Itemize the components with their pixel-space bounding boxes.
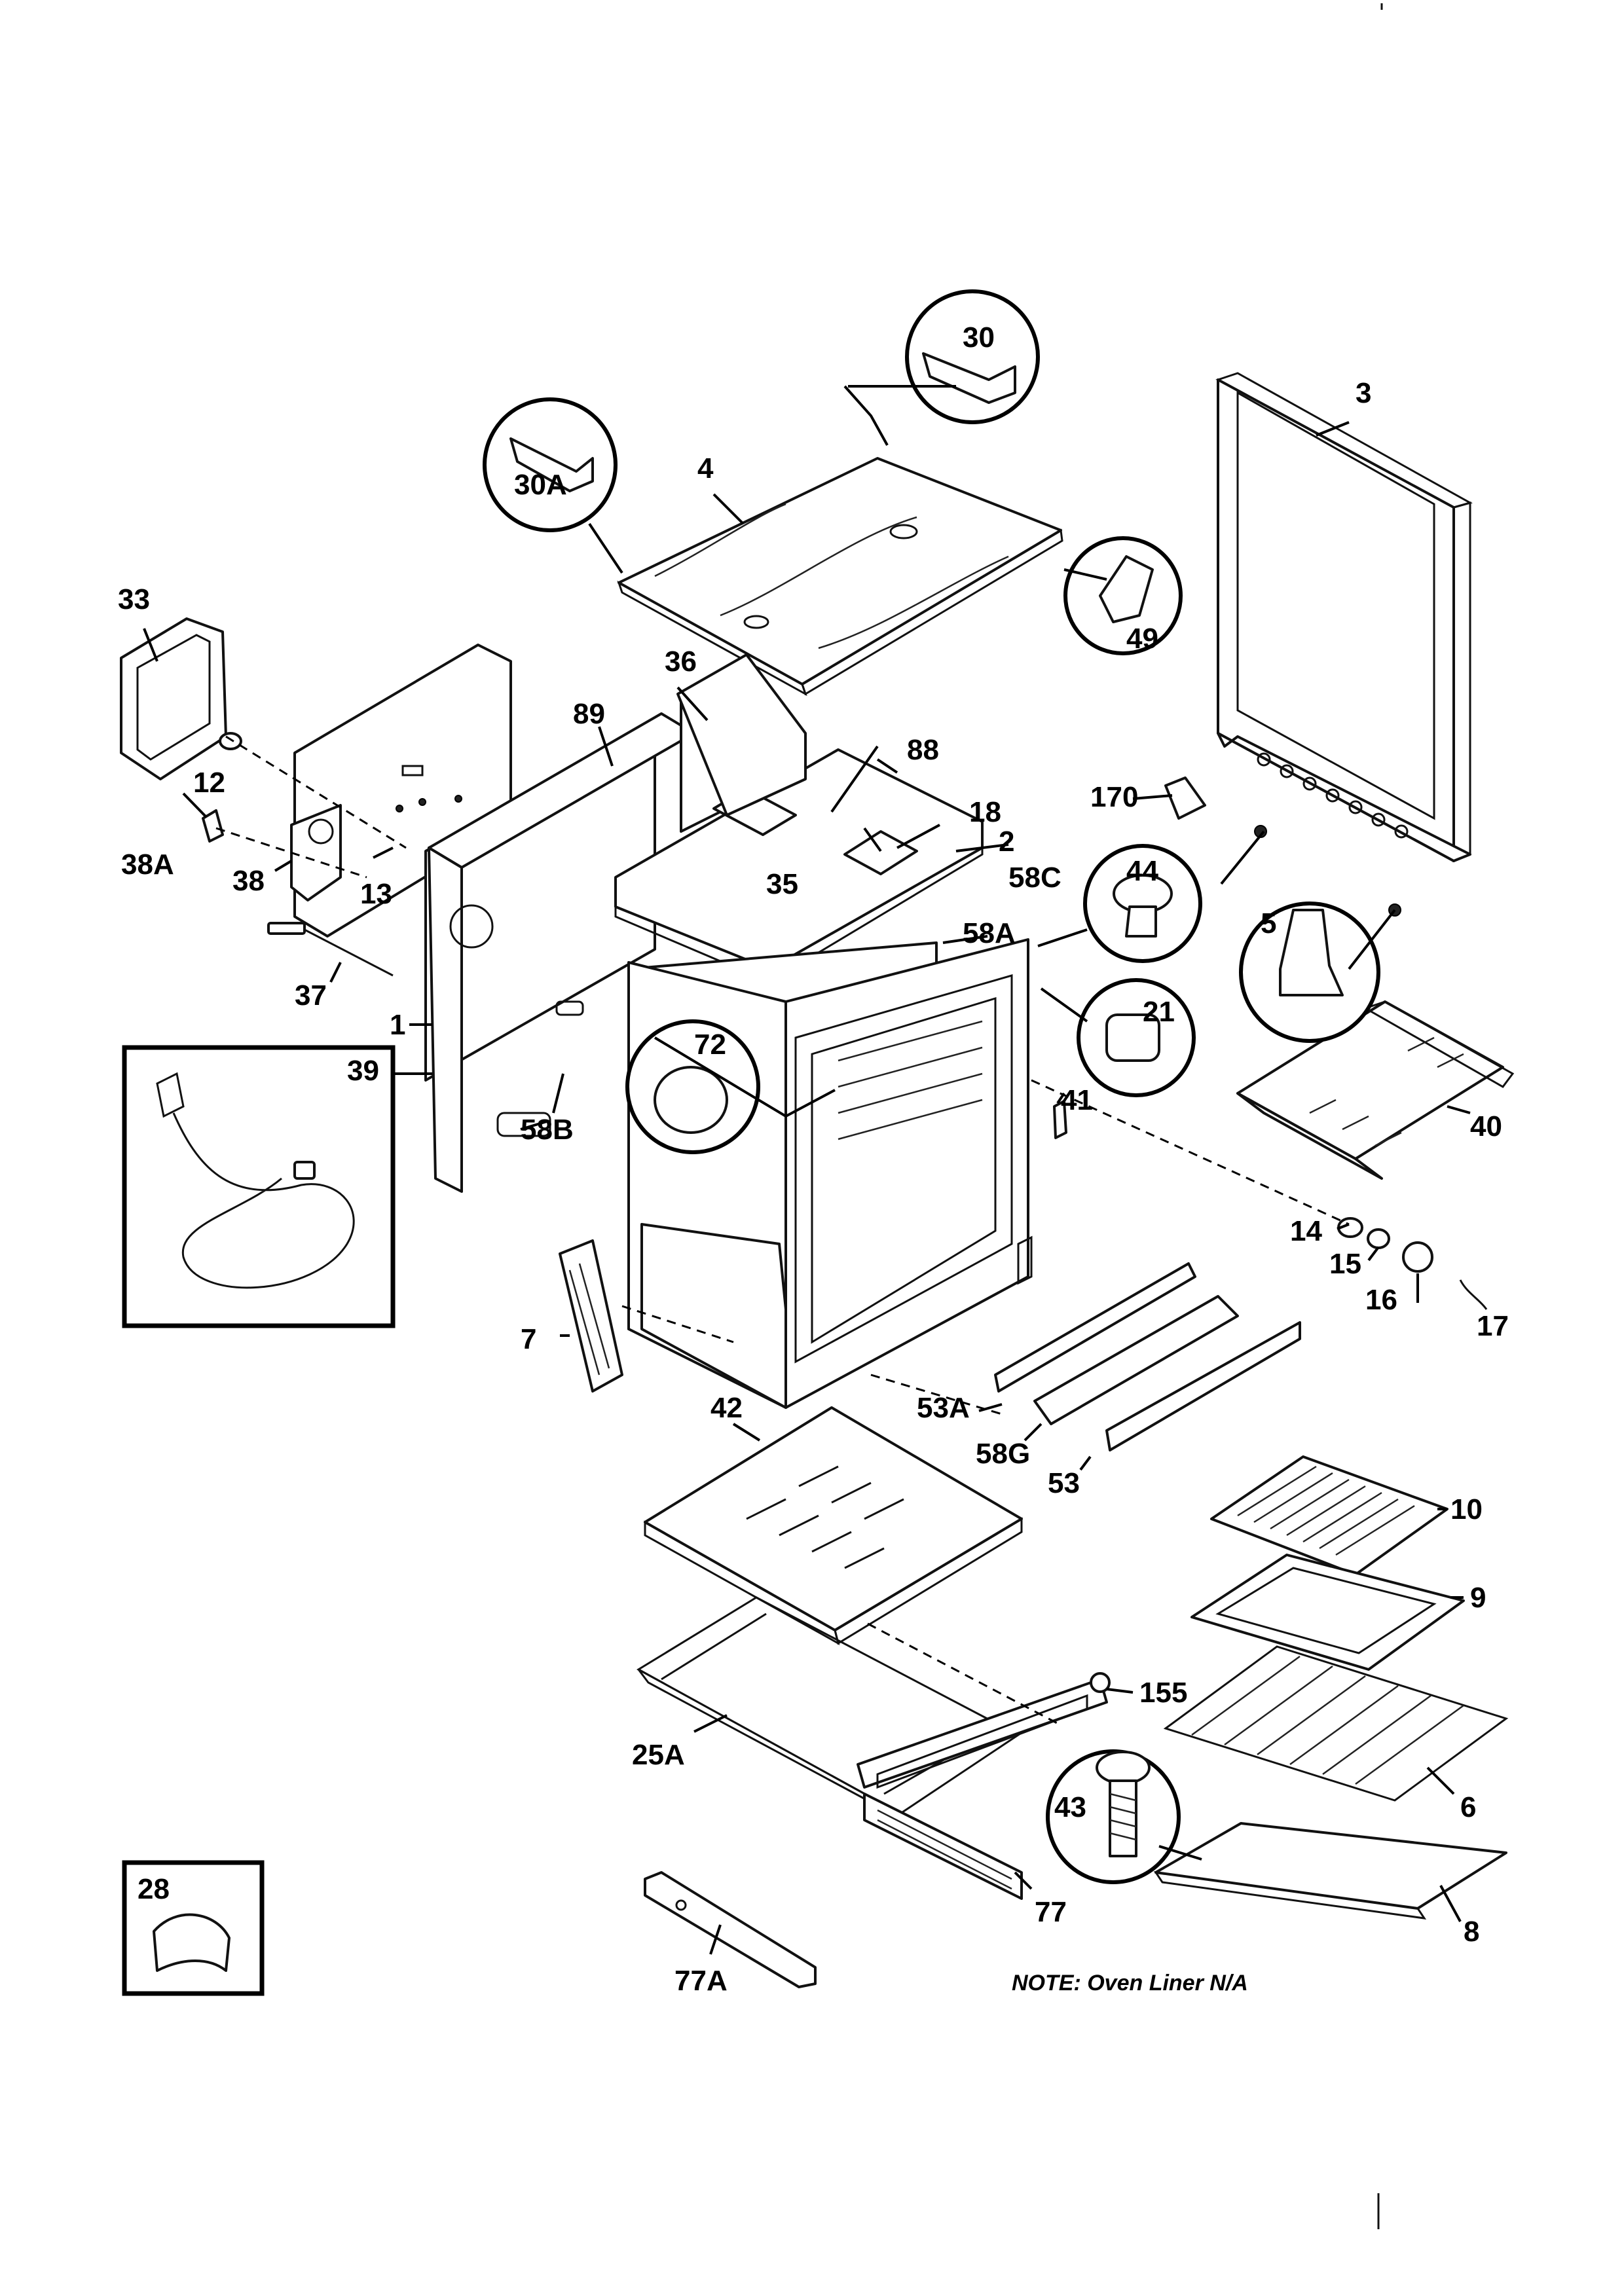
part-label-33: 33	[118, 583, 150, 615]
part-label-14: 14	[1290, 1215, 1322, 1247]
part-label-35: 35	[766, 868, 798, 900]
part-label-58B: 58B	[521, 1114, 574, 1146]
left-side-panel-part	[293, 644, 695, 1193]
callout-30A	[483, 397, 618, 532]
vent-part	[559, 1239, 623, 1393]
part-label-155: 155	[1139, 1677, 1187, 1709]
part-label-16: 16	[1365, 1284, 1397, 1316]
part-labels: 30 30A 4 3 49 33 36 89 88 12 170 18 2 58…	[118, 321, 1509, 1997]
part-label-72: 72	[694, 1029, 726, 1061]
part-label-13: 13	[360, 878, 392, 910]
part-label-77A: 77A	[674, 1965, 728, 1997]
assembly-lines	[215, 735, 1350, 1726]
bracket-170-part	[1164, 776, 1401, 917]
part-label-58G: 58G	[976, 1438, 1030, 1470]
callout-49	[1063, 536, 1183, 655]
oven-cavity-part	[627, 938, 1033, 1409]
part-label-39: 39	[347, 1055, 379, 1087]
callout-44	[1083, 844, 1202, 963]
part-label-38A: 38A	[121, 848, 174, 881]
part-label-42: 42	[710, 1392, 743, 1424]
bracket-41-part	[1053, 1100, 1067, 1139]
part-label-1: 1	[390, 1009, 405, 1041]
callout-30	[905, 289, 1040, 424]
part-label-28: 28	[138, 1873, 170, 1905]
bottom-frame-part	[637, 1596, 1020, 1825]
broil-pan-part	[1190, 1554, 1465, 1671]
oven-bottom-panel-part	[644, 1406, 1023, 1646]
wire-37-part	[267, 922, 394, 977]
rear-panel-holes	[1257, 752, 1409, 839]
part-label-170: 170	[1090, 781, 1138, 813]
power-cord-box	[122, 1045, 396, 1328]
callout-5	[1239, 902, 1380, 1043]
part-label-15: 15	[1329, 1248, 1361, 1280]
oven-bottom-part	[1153, 1822, 1507, 1920]
callout-21	[1077, 978, 1196, 1097]
drawer-rail-part	[994, 1262, 1301, 1451]
part-label-21: 21	[1143, 996, 1175, 1028]
part-label-18: 18	[969, 796, 1001, 828]
part-label-30A: 30A	[514, 469, 567, 501]
rail-part	[644, 1871, 817, 1988]
part-label-49: 49	[1126, 623, 1158, 655]
part-label-58C: 58C	[1008, 862, 1061, 894]
leader-lines	[143, 385, 1471, 1955]
oven-rack-part	[1163, 1645, 1509, 1802]
part-label-77: 77	[1035, 1896, 1067, 1928]
part-label-30: 30	[963, 321, 995, 354]
part-label-37: 37	[295, 979, 327, 1011]
part-label-40: 40	[1470, 1110, 1502, 1142]
clip-38-part	[290, 804, 342, 902]
knob-14-15-16-part	[1337, 1217, 1488, 1310]
clip-38A-part	[202, 809, 224, 843]
bracket-part	[863, 1793, 1023, 1900]
part-label-3: 3	[1356, 377, 1371, 409]
bracket-33-part	[120, 617, 227, 780]
part-label-44: 44	[1126, 855, 1158, 887]
callout-43	[1046, 1749, 1181, 1884]
part-label-53: 53	[1048, 1467, 1080, 1499]
part-label-9: 9	[1470, 1582, 1486, 1614]
part-label-38: 38	[232, 865, 265, 897]
callout-72	[625, 1019, 760, 1154]
part-label-17: 17	[1477, 1310, 1509, 1342]
part-label-7: 7	[521, 1323, 536, 1355]
part-label-12: 12	[193, 767, 225, 799]
side-panel-detail	[396, 765, 584, 1137]
rear-panel-part	[1215, 372, 1473, 863]
top-panel-part	[617, 457, 1063, 697]
part-label-10: 10	[1450, 1493, 1483, 1525]
grommet-12-part	[219, 732, 242, 750]
oven-liner-note: NOTE: Oven Liner N/A	[1012, 1971, 1248, 1995]
part-label-88: 88	[907, 734, 939, 766]
part-label-8: 8	[1464, 1916, 1479, 1948]
broiler-grid-part	[1210, 1455, 1449, 1576]
part-label-41: 41	[1061, 1084, 1093, 1116]
part-label-5: 5	[1261, 907, 1276, 939]
part-label-4: 4	[697, 452, 714, 484]
part-label-36: 36	[665, 646, 697, 678]
part-label-89: 89	[573, 698, 605, 730]
part-label-53A: 53A	[917, 1392, 970, 1424]
part-label-2: 2	[999, 826, 1014, 858]
part-label-6: 6	[1460, 1791, 1476, 1823]
part-label-25A: 25A	[632, 1739, 685, 1771]
part-label-43: 43	[1054, 1791, 1086, 1823]
burner-box-part	[614, 653, 984, 983]
clip-28-box	[122, 1860, 265, 1996]
broil-element-part	[857, 1672, 1111, 1789]
part-label-58A: 58A	[963, 917, 1016, 949]
